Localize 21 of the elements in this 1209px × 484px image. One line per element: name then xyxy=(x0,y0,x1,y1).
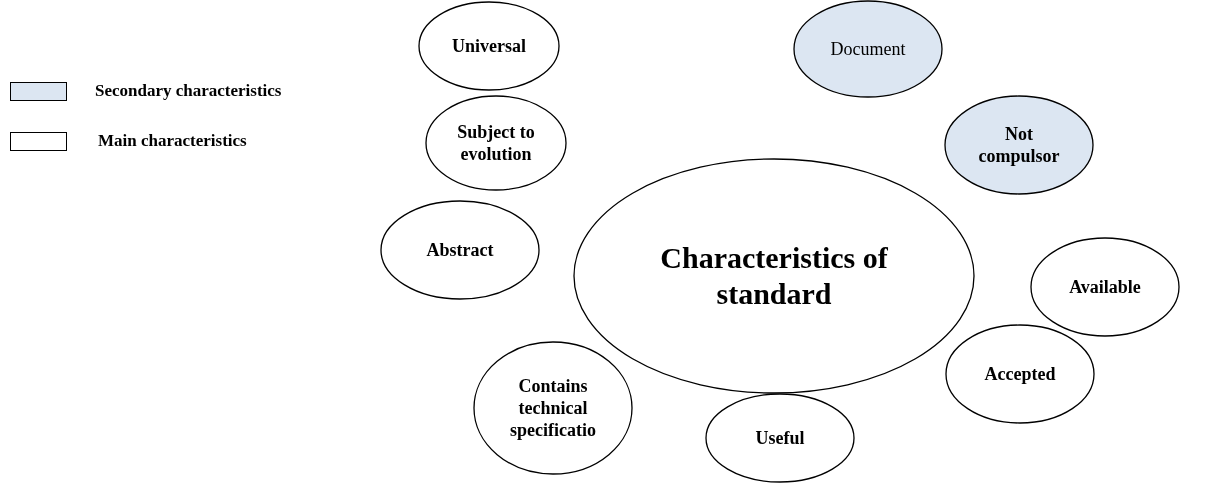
node-label: Not compulsor xyxy=(977,123,1061,167)
ellipse-node xyxy=(380,200,540,300)
node-label: Subject to evolution xyxy=(456,121,536,165)
ellipse-node xyxy=(425,95,567,191)
node-label: Abstract xyxy=(426,239,494,261)
ellipse-node xyxy=(945,324,1095,424)
node-label: Contains technical specificatio xyxy=(509,375,597,441)
ellipse-node xyxy=(793,0,943,98)
node-label: Characteristics of standard xyxy=(659,240,889,312)
ellipse-node xyxy=(1030,237,1180,337)
ellipse-node xyxy=(944,95,1094,195)
ellipse-node xyxy=(473,341,633,475)
ellipse-node xyxy=(418,1,560,91)
legend-label: Secondary characteristics xyxy=(95,81,282,101)
node-label: Accepted xyxy=(984,363,1056,385)
node-label: Document xyxy=(830,38,906,60)
node-label: Universal xyxy=(452,35,526,57)
node-label: Available xyxy=(1069,276,1141,298)
node-label: Useful xyxy=(755,427,805,449)
legend-label: Main characteristics xyxy=(98,131,247,151)
ellipse-node xyxy=(705,393,855,483)
